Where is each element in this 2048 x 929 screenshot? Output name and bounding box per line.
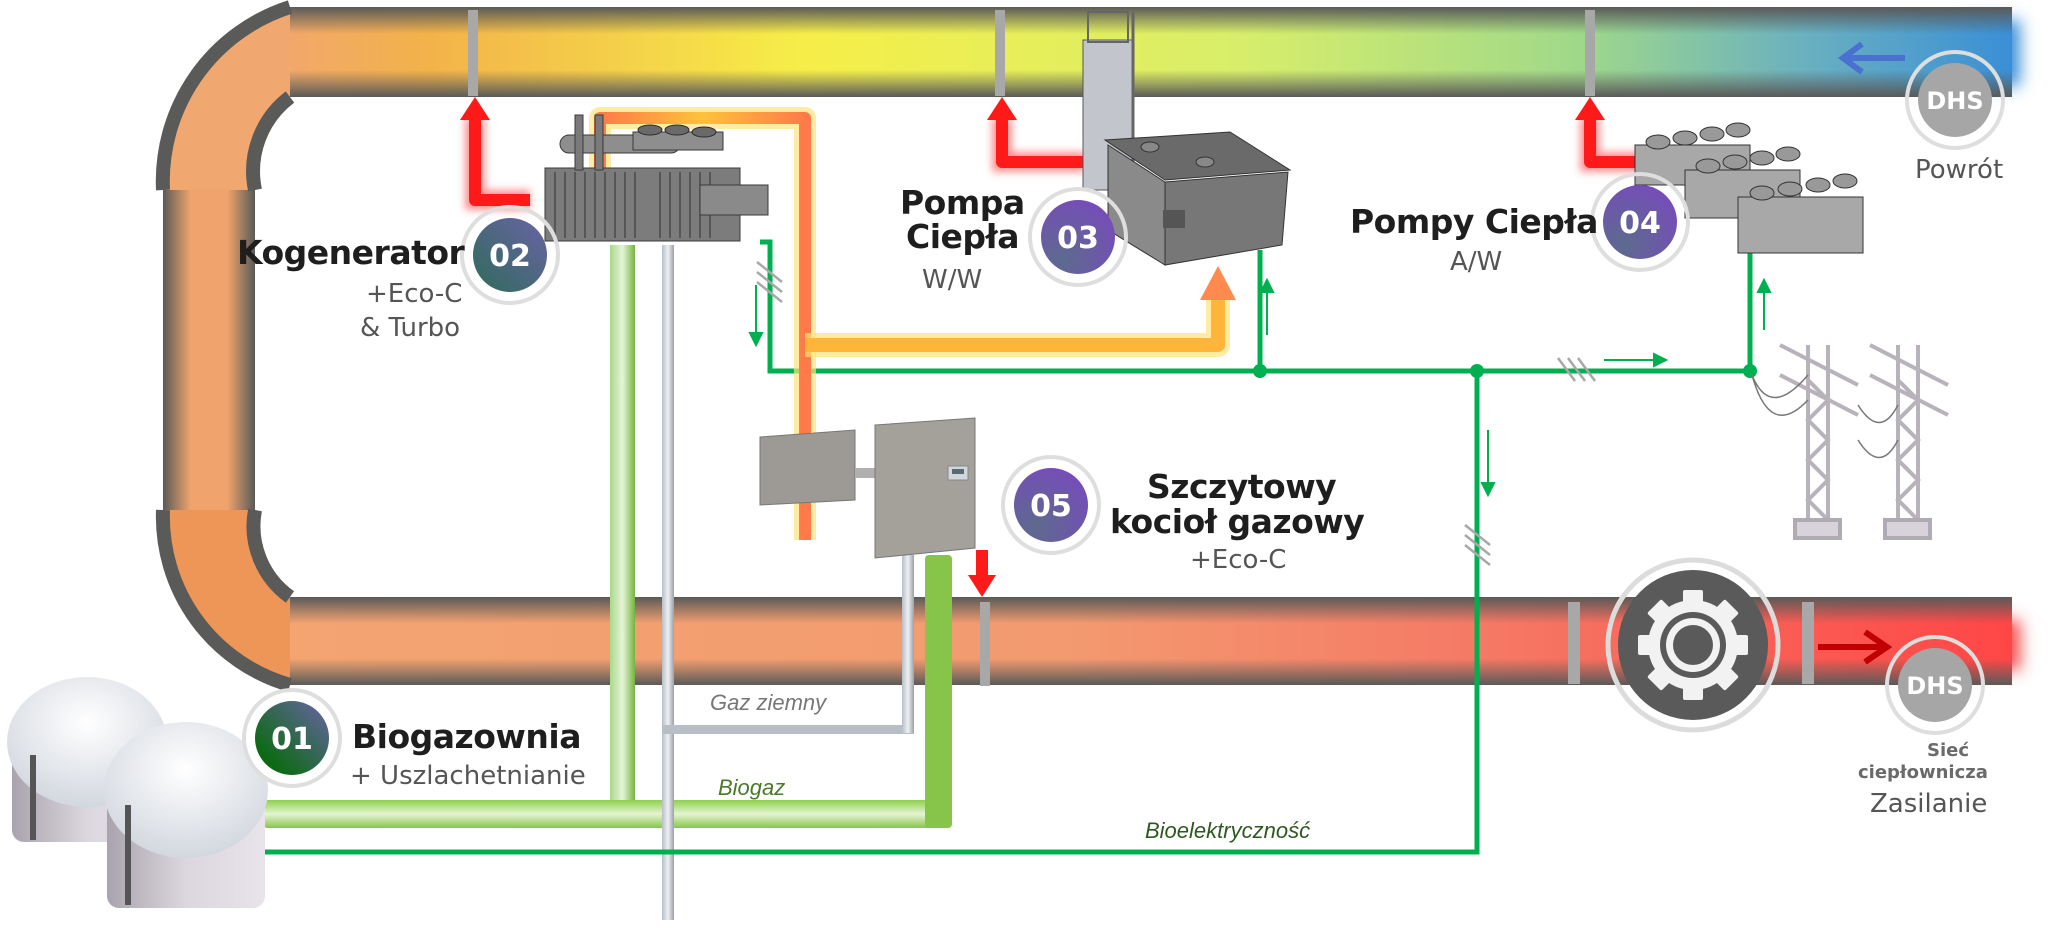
natural-gas-main [662,245,674,920]
hot-output-arrows [460,97,1640,597]
dhs-supply-label-2: ciepłownicza [1858,762,1988,783]
biogas-main-pipe [262,800,952,828]
stub-02 [468,10,478,96]
top-left-bend [162,7,290,190]
flow-label-natural-gas: Gaz ziemny [710,690,827,715]
node-01-title: Biogazownia [352,717,581,756]
return-pipe-shade [290,7,2012,97]
top-left-bend-inner [246,91,295,192]
dhs-label: DHS [1906,672,1963,700]
air-heat-pump-units[interactable] [1634,122,1864,254]
biogas-pipes [262,245,952,828]
stub-05 [980,602,990,686]
electric-line-main [760,239,1753,374]
heat-pump-unit [1737,173,1864,254]
node-03-title: Pompa [900,183,1025,222]
biogas-tank [104,722,268,908]
arrow-up-icon [1259,277,1275,293]
dhs-supply-label-3: Zasilanie [1870,789,1988,819]
natural-gas-to-boiler [902,555,914,733]
power-grid-pylons[interactable] [1751,343,1949,540]
three-phase-marker [756,261,1597,566]
node-05-subtitle: +Eco-C [1190,545,1287,575]
bottom-left-bend-outer [155,509,292,692]
arrow-down-icon [968,575,996,597]
dhs-supply-label-1: Sieć [1926,740,1969,761]
valve-right [1802,602,1814,684]
junction-dot [1253,364,1267,378]
peak-gas-boiler[interactable] [759,417,976,559]
badge-04[interactable]: 04 [1590,172,1690,272]
arrow-right-icon [1818,629,1893,665]
junction-dot [1743,364,1757,378]
bottom-left-bend-inner [246,508,295,603]
arrow-up-icon [1756,277,1772,293]
node-04-title: Pompy Ciepła [1350,202,1598,241]
node-04-subtitle: A/W [1450,247,1503,277]
pump-station[interactable] [1605,557,1781,733]
water-heat-pump-building[interactable] [1082,11,1292,266]
node-02-subtitle: +Eco-C [366,279,463,309]
node-02-subtitle-2: & Turbo [360,313,461,343]
biogas-pipe-to-boiler [925,555,952,828]
flow-label-biogas: Biogaz [718,775,786,800]
valve-left [1568,602,1580,684]
badge-01[interactable]: 01 [242,688,342,788]
electric-line-bio [262,371,1480,855]
biogas-pipe-to-chp [610,245,635,805]
natural-gas-branch [662,725,914,734]
badge-number: 04 [1619,206,1661,241]
node-05-title-2: kocioł gazowy [1110,502,1365,541]
node-03-subtitle: W/W [922,265,983,295]
dhs-label: DHS [1926,87,1983,115]
badge-number: 02 [489,239,531,274]
node-02-title: Kogenerator [237,233,465,272]
flow-label-bioelectricity: Bioelektryczność [1145,818,1311,843]
badge-number: 03 [1057,221,1099,256]
biogas-tanks[interactable] [7,677,268,908]
dhs-return-label: Powrót [1915,155,2004,185]
arrow-left-icon [1837,41,1905,75]
node-01-subtitle: + Uszlachetnianie [350,761,586,791]
bottom-left-bend [162,510,290,685]
gas-pipes [662,245,914,920]
chp-generator[interactable] [544,114,769,242]
arrow-up-icon [1200,266,1236,300]
arrow-up-icon [1575,97,1605,120]
arrow-right-icon [1653,352,1669,368]
node-03-title-2: Ciepła [906,217,1020,256]
left-pipe-shade [163,190,255,510]
dhs-return-badge[interactable]: DHS [1905,50,2005,150]
stub-03 [995,10,1005,96]
arrow-up-icon [460,97,490,120]
stub-04 [1585,10,1595,96]
arrow-up-icon [987,97,1017,120]
electric-network [262,239,1753,855]
arrow-down-icon [748,332,764,348]
dhs-supply-badge[interactable]: DHS [1885,635,1985,735]
badge-number: 01 [271,722,313,757]
badge-05[interactable]: 05 [1001,455,1101,555]
top-left-bend-outer [155,0,293,191]
badge-03[interactable]: 03 [1028,187,1128,287]
junction-dot [1470,364,1484,378]
node-05-title: Szczytowy [1147,467,1337,506]
badge-number: 05 [1030,489,1072,524]
badge-02[interactable]: 02 [460,205,560,305]
arrow-down-icon [1480,482,1496,498]
